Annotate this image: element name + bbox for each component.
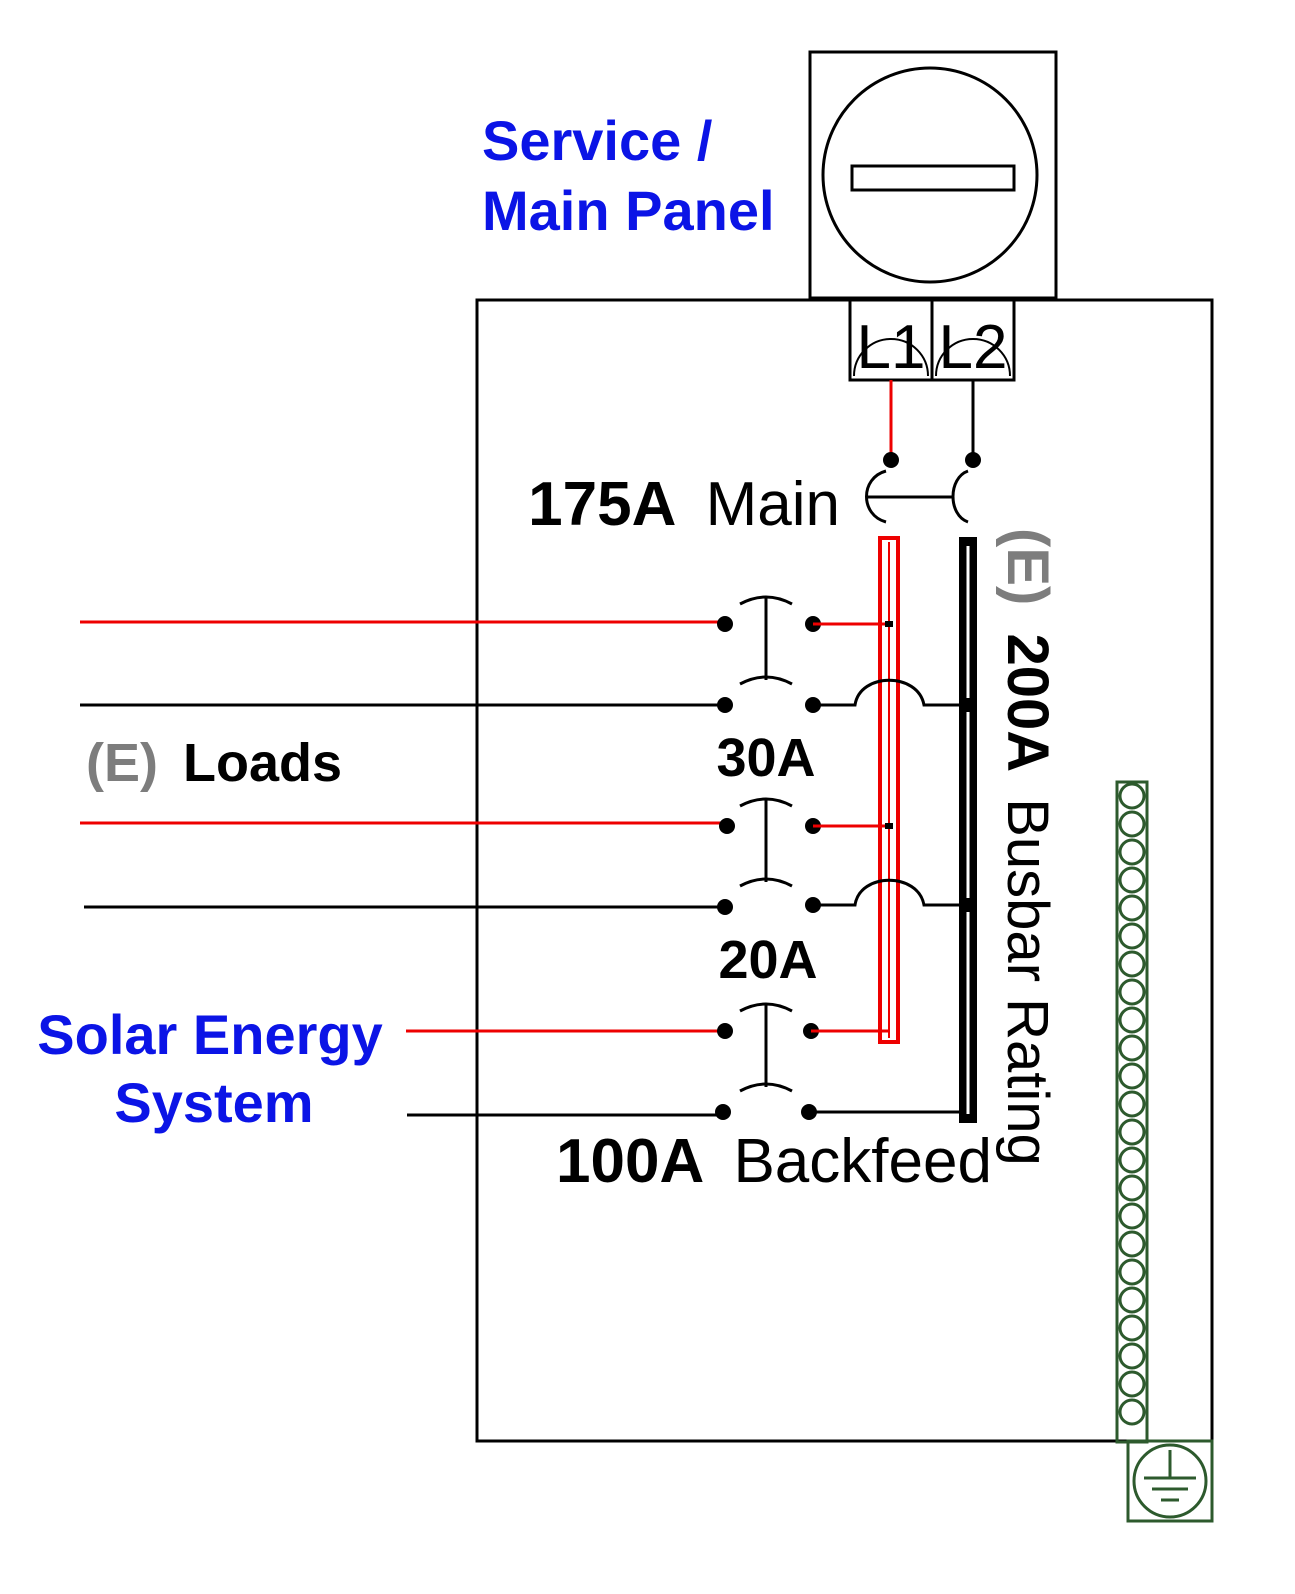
ground-terminal: [1118, 1314, 1146, 1342]
terminal-l1-label: L1: [857, 313, 926, 382]
terminal-l2-label: L2: [939, 313, 1008, 382]
solar-label-line2: System: [114, 1071, 313, 1134]
service-label-line1: Service /: [482, 109, 713, 172]
ground-terminal: [1118, 1230, 1146, 1258]
ground-terminal: [1118, 1286, 1146, 1314]
ground-terminal: [1118, 1258, 1146, 1286]
breaker-30a-label: 30A: [716, 728, 815, 788]
ground-terminal: [1118, 1174, 1146, 1202]
ground-terminal: [1118, 1146, 1146, 1174]
main-breaker-word: Main: [706, 470, 840, 539]
ground-icon: [1126, 1439, 1214, 1523]
backfeed-amps: 100A: [556, 1127, 704, 1196]
loads-label: (E) Loads: [86, 733, 342, 793]
ground-terminal: [1118, 950, 1146, 978]
busbar-rating-label: (E) 200A Busbar Rating: [995, 528, 1060, 1166]
ground-terminal: [1118, 782, 1146, 810]
busbar-amps: 200A: [995, 633, 1060, 772]
ground-terminal: [1118, 922, 1146, 950]
busbar-l1: [878, 536, 900, 1044]
ground-terminal: [1118, 1342, 1146, 1370]
backfeed-word: Backfeed: [733, 1127, 992, 1196]
ground-terminal: [1118, 1062, 1146, 1090]
ground-terminal: [1118, 978, 1146, 1006]
ground-terminal: [1118, 866, 1146, 894]
ground-terminal: [1118, 1370, 1146, 1398]
busbar-text: Busbar Rating: [995, 798, 1060, 1166]
breaker-20a-label: 20A: [718, 930, 817, 990]
service-label-line2: Main Panel: [482, 179, 775, 242]
panel-enclosure: [475, 298, 1214, 1443]
terminal-block: L1 L2: [848, 298, 1016, 382]
main-breaker-label: 175A Main: [528, 470, 840, 539]
loads-existing-tag: (E): [86, 733, 158, 793]
breaker-100a-backfeed: [406, 1002, 966, 1120]
ground-terminal: [1118, 1090, 1146, 1118]
ground-terminal: [1118, 810, 1146, 838]
main-breaker: [865, 452, 981, 524]
breaker-30a: [80, 595, 974, 713]
ground-terminal: [1118, 1202, 1146, 1230]
solar-label-line1: Solar Energy: [37, 1003, 382, 1066]
main-breaker-amps: 175A: [528, 470, 676, 539]
loads-text: Loads: [183, 733, 342, 793]
ground-terminal: [1118, 1034, 1146, 1062]
ground-terminal: [1118, 1006, 1146, 1034]
ground-terminal: [1118, 838, 1146, 866]
ground-terminal: [1118, 1398, 1146, 1426]
ground-terminal: [1118, 894, 1146, 922]
busbar-existing-tag: (E): [995, 528, 1060, 605]
meter-icon: [808, 50, 1058, 300]
ground-terminal: [1118, 1118, 1146, 1146]
backfeed-breaker-label: 100A Backfeed: [556, 1127, 992, 1196]
ground-bar: [1115, 780, 1149, 1444]
breaker-20a: [80, 797, 974, 915]
